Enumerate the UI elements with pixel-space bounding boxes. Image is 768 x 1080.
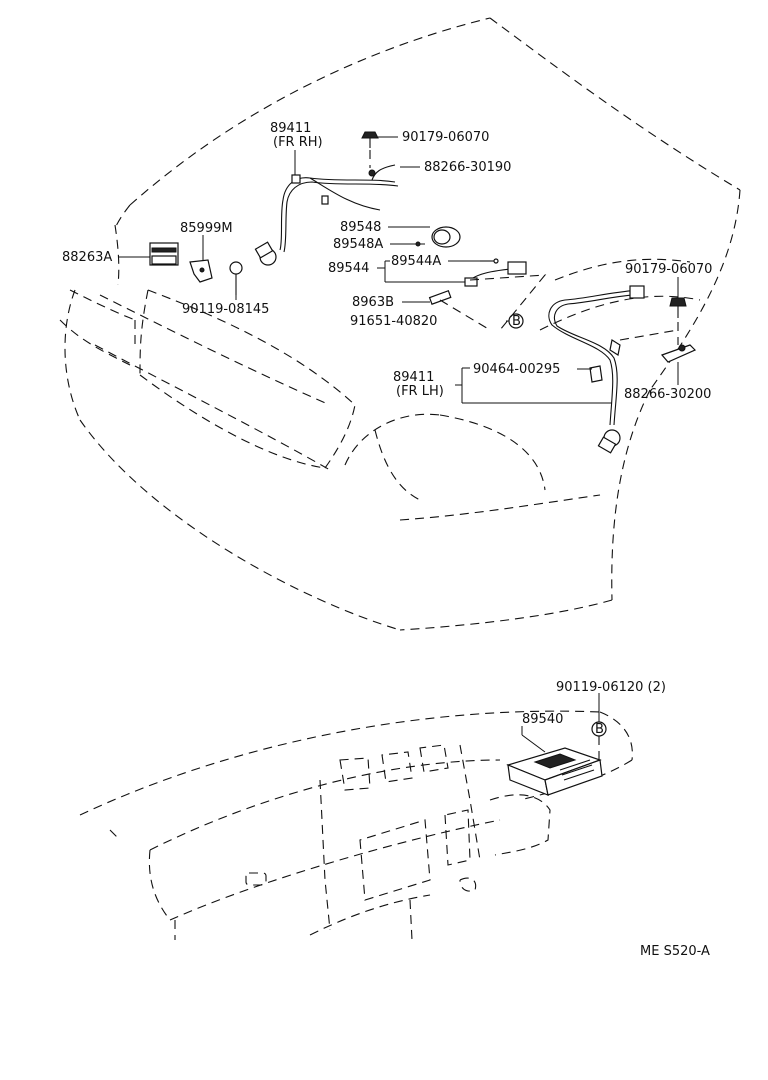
svg-text:B: B bbox=[595, 722, 604, 737]
ecu-89540 bbox=[506, 747, 603, 796]
bracket-85999m bbox=[189, 259, 213, 283]
label-85999m: 85999M bbox=[180, 221, 233, 236]
label-89411-rh-sub: (FR RH) bbox=[273, 135, 323, 150]
part-8963b bbox=[428, 289, 452, 305]
label-90119-06120: 90119-06120 (2) bbox=[556, 680, 666, 695]
label-89548a: 89548A bbox=[333, 237, 383, 252]
label-89540: 89540 bbox=[522, 712, 563, 727]
label-88263a: 88263A bbox=[62, 250, 112, 265]
label-89411-lh-sub: (FR LH) bbox=[396, 384, 444, 399]
label-89544a: 89544A bbox=[391, 254, 441, 269]
label-88266-30200: 88266-30200 bbox=[624, 387, 711, 402]
speed-sensor-rh bbox=[254, 164, 399, 266]
dashboard-outline bbox=[79, 710, 633, 941]
label-88266-30190: 88266-30190 bbox=[424, 160, 511, 175]
relay-88263a bbox=[149, 242, 179, 266]
car-body-outline bbox=[59, 17, 741, 631]
label-91651-40820: 91651-40820 bbox=[350, 314, 437, 329]
label-89411-rh: 89411 bbox=[270, 121, 311, 136]
label-8963b: 8963B bbox=[352, 295, 394, 310]
label-90179-06070-top: 90179-06070 bbox=[402, 130, 489, 145]
label-89548: 89548 bbox=[340, 220, 381, 235]
bolt-08145-icon bbox=[229, 261, 243, 295]
svg-text:B: B bbox=[512, 314, 521, 329]
diagram-code: ME S520-A bbox=[640, 944, 710, 959]
sensor-89548 bbox=[431, 226, 461, 248]
label-89411-lh: 89411 bbox=[393, 370, 434, 385]
label-89544: 89544 bbox=[328, 261, 369, 276]
label-90119-08145: 90119-08145 bbox=[182, 302, 269, 317]
bracket-88266-30200 bbox=[660, 344, 697, 363]
label-90464-00295: 90464-00295 bbox=[473, 362, 560, 377]
label-90179-06070-right: 90179-06070 bbox=[625, 262, 712, 277]
bolt-right-icon bbox=[619, 297, 687, 345]
wire-89544 bbox=[464, 258, 527, 287]
leader-lines-lower bbox=[521, 693, 600, 753]
bolt-icon bbox=[361, 131, 379, 168]
speed-sensor-lh bbox=[548, 285, 645, 454]
leader-lines bbox=[118, 136, 679, 404]
clip-89548a bbox=[400, 241, 425, 247]
